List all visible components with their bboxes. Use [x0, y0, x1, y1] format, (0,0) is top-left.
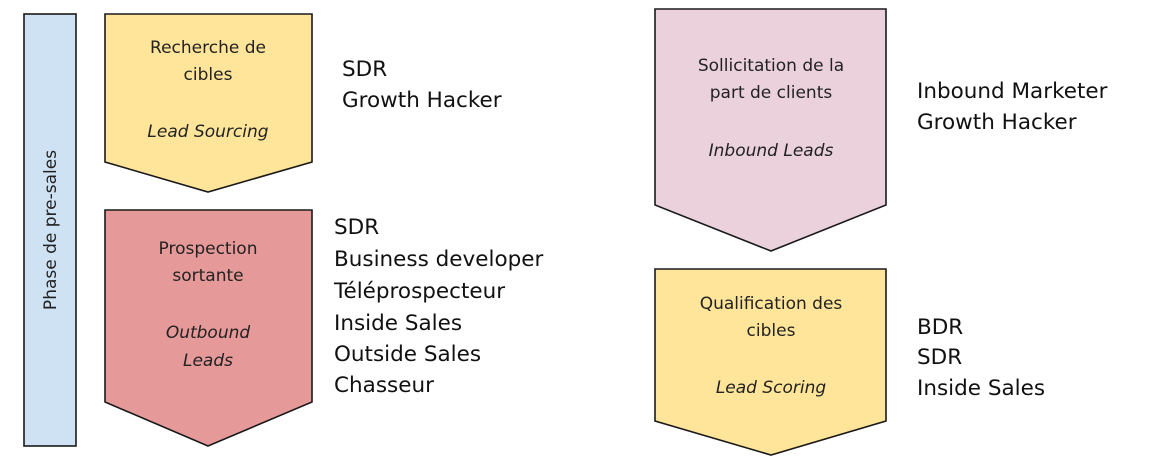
outbound-leads-role: Inside Sales: [334, 311, 462, 336]
outbound-leads-role: Téléprospecteur: [333, 279, 505, 304]
outbound-leads-subtitle-line-2: Leads: [183, 351, 233, 371]
lead-scoring-arrow: [654, 268, 887, 456]
inbound-leads-role: Growth Hacker: [917, 110, 1077, 135]
outbound-leads-subtitle-line-1: Outbound: [166, 323, 251, 343]
outbound-leads-title-line-1: Prospection: [159, 239, 258, 259]
lead-sourcing-role: SDR: [342, 57, 387, 82]
step-outbound-leads: Prospection sortante Outbound Leads SDR …: [104, 209, 543, 447]
lead-sourcing-subtitle: Lead Sourcing: [147, 122, 268, 142]
phase-bar-box: [23, 13, 77, 447]
inbound-leads-role: Inbound Marketer: [917, 79, 1108, 104]
outbound-leads-title-line-2: sortante: [172, 266, 243, 286]
inbound-leads-arrow: [654, 8, 887, 252]
lead-scoring-title-line-1: Qualification des: [700, 294, 843, 314]
outbound-leads-role: Chasseur: [334, 373, 434, 398]
lead-scoring-subtitle: Lead Scoring: [716, 378, 827, 398]
step-inbound-leads: Sollicitation de la part de clients Inbo…: [654, 8, 1108, 252]
step-lead-scoring: Qualification des cibles Lead Scoring BD…: [654, 268, 1045, 456]
lead-sourcing-role: Growth Hacker: [342, 88, 502, 113]
lead-sourcing-arrow: [104, 13, 313, 193]
phase-label: Phase de pre-sales: [41, 150, 61, 310]
step-lead-sourcing: Recherche de cibles Lead Sourcing SDR Gr…: [104, 13, 502, 193]
outbound-leads-role: Business developer: [334, 247, 543, 272]
lead-scoring-role: Inside Sales: [917, 376, 1045, 401]
lead-sourcing-title-line-1: Recherche de: [150, 38, 266, 58]
lead-scoring-title-line-2: cibles: [747, 321, 796, 341]
lead-sourcing-title-line-2: cibles: [184, 65, 233, 85]
outbound-leads-arrow: [104, 209, 313, 447]
lead-scoring-role: BDR: [917, 315, 963, 340]
inbound-leads-title-line-2: part de clients: [710, 83, 833, 103]
outbound-leads-role: Outside Sales: [334, 342, 481, 367]
phase-bar: Phase de pre-sales: [23, 13, 77, 447]
inbound-leads-title-line-1: Sollicitation de la: [698, 56, 844, 76]
outbound-leads-role: SDR: [334, 215, 379, 240]
lead-scoring-role: SDR: [917, 345, 962, 370]
inbound-leads-subtitle: Inbound Leads: [709, 141, 834, 161]
